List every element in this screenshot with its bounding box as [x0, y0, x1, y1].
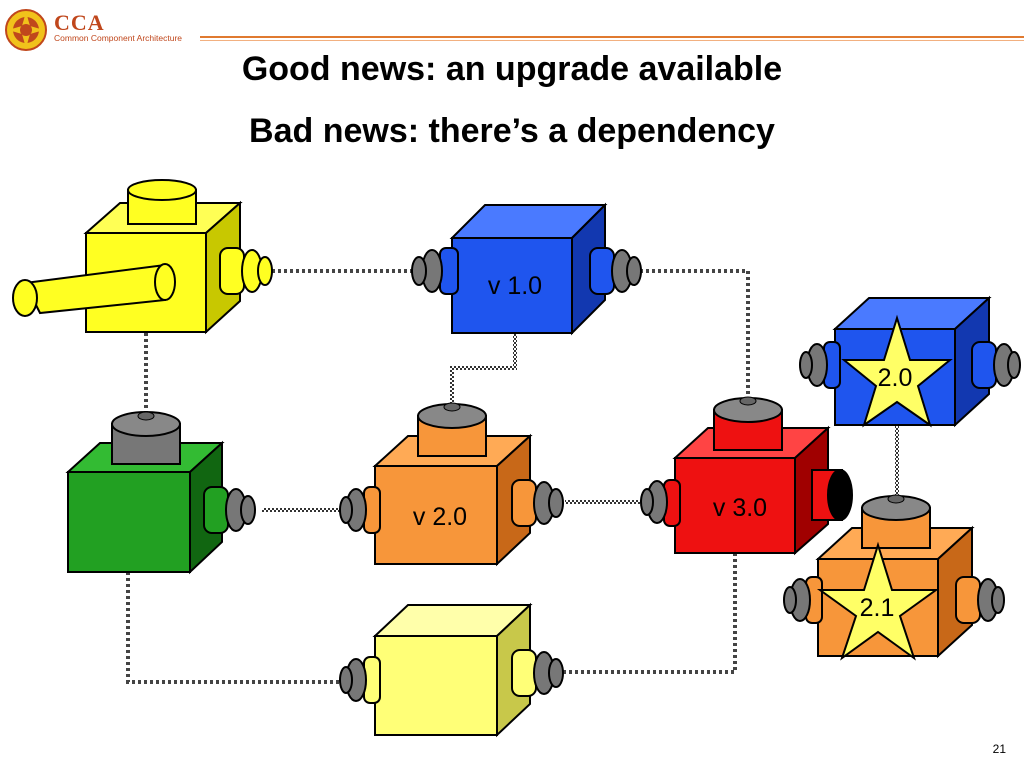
connection-overlay: [262, 333, 899, 512]
star-icon: [841, 314, 953, 428]
component-v2[interactable]: v 2.0: [339, 402, 564, 567]
component-v1-label: v 1.0: [488, 272, 542, 300]
star-icon: [816, 541, 940, 661]
component-v2-label: v 2.0: [413, 503, 467, 531]
component-2-0-label: 2.0: [878, 364, 913, 392]
component-2-1-label: 2.1: [860, 594, 895, 622]
brand-subtitle: Common Component Architecture: [54, 33, 183, 43]
component-v3[interactable]: v 3.0: [640, 396, 853, 556]
light-yellow-component[interactable]: [339, 602, 564, 738]
cca-logo-icon: [5, 9, 47, 51]
wire-red-to-lightyellow: [560, 553, 737, 674]
page-number: 21: [992, 742, 1006, 756]
component-2-0[interactable]: 2.0: [799, 295, 1021, 428]
component-v3-label: v 3.0: [713, 494, 767, 522]
component-v1[interactable]: v 1.0: [411, 202, 642, 336]
wire-green-to-lightyellow: [126, 572, 345, 684]
component-2-1[interactable]: 2.1: [783, 494, 1005, 661]
green-component[interactable]: [65, 411, 256, 575]
header-rule-thin: [200, 40, 1024, 41]
wire-blue1-to-red: [640, 269, 750, 395]
header-rule: [200, 36, 1024, 38]
brand-name: CCA: [54, 10, 105, 35]
yellow-component[interactable]: [12, 179, 273, 335]
slide-subtitle: Bad news: there’s a dependency: [249, 112, 775, 150]
slide-title: Good news: an upgrade available: [241, 50, 783, 88]
